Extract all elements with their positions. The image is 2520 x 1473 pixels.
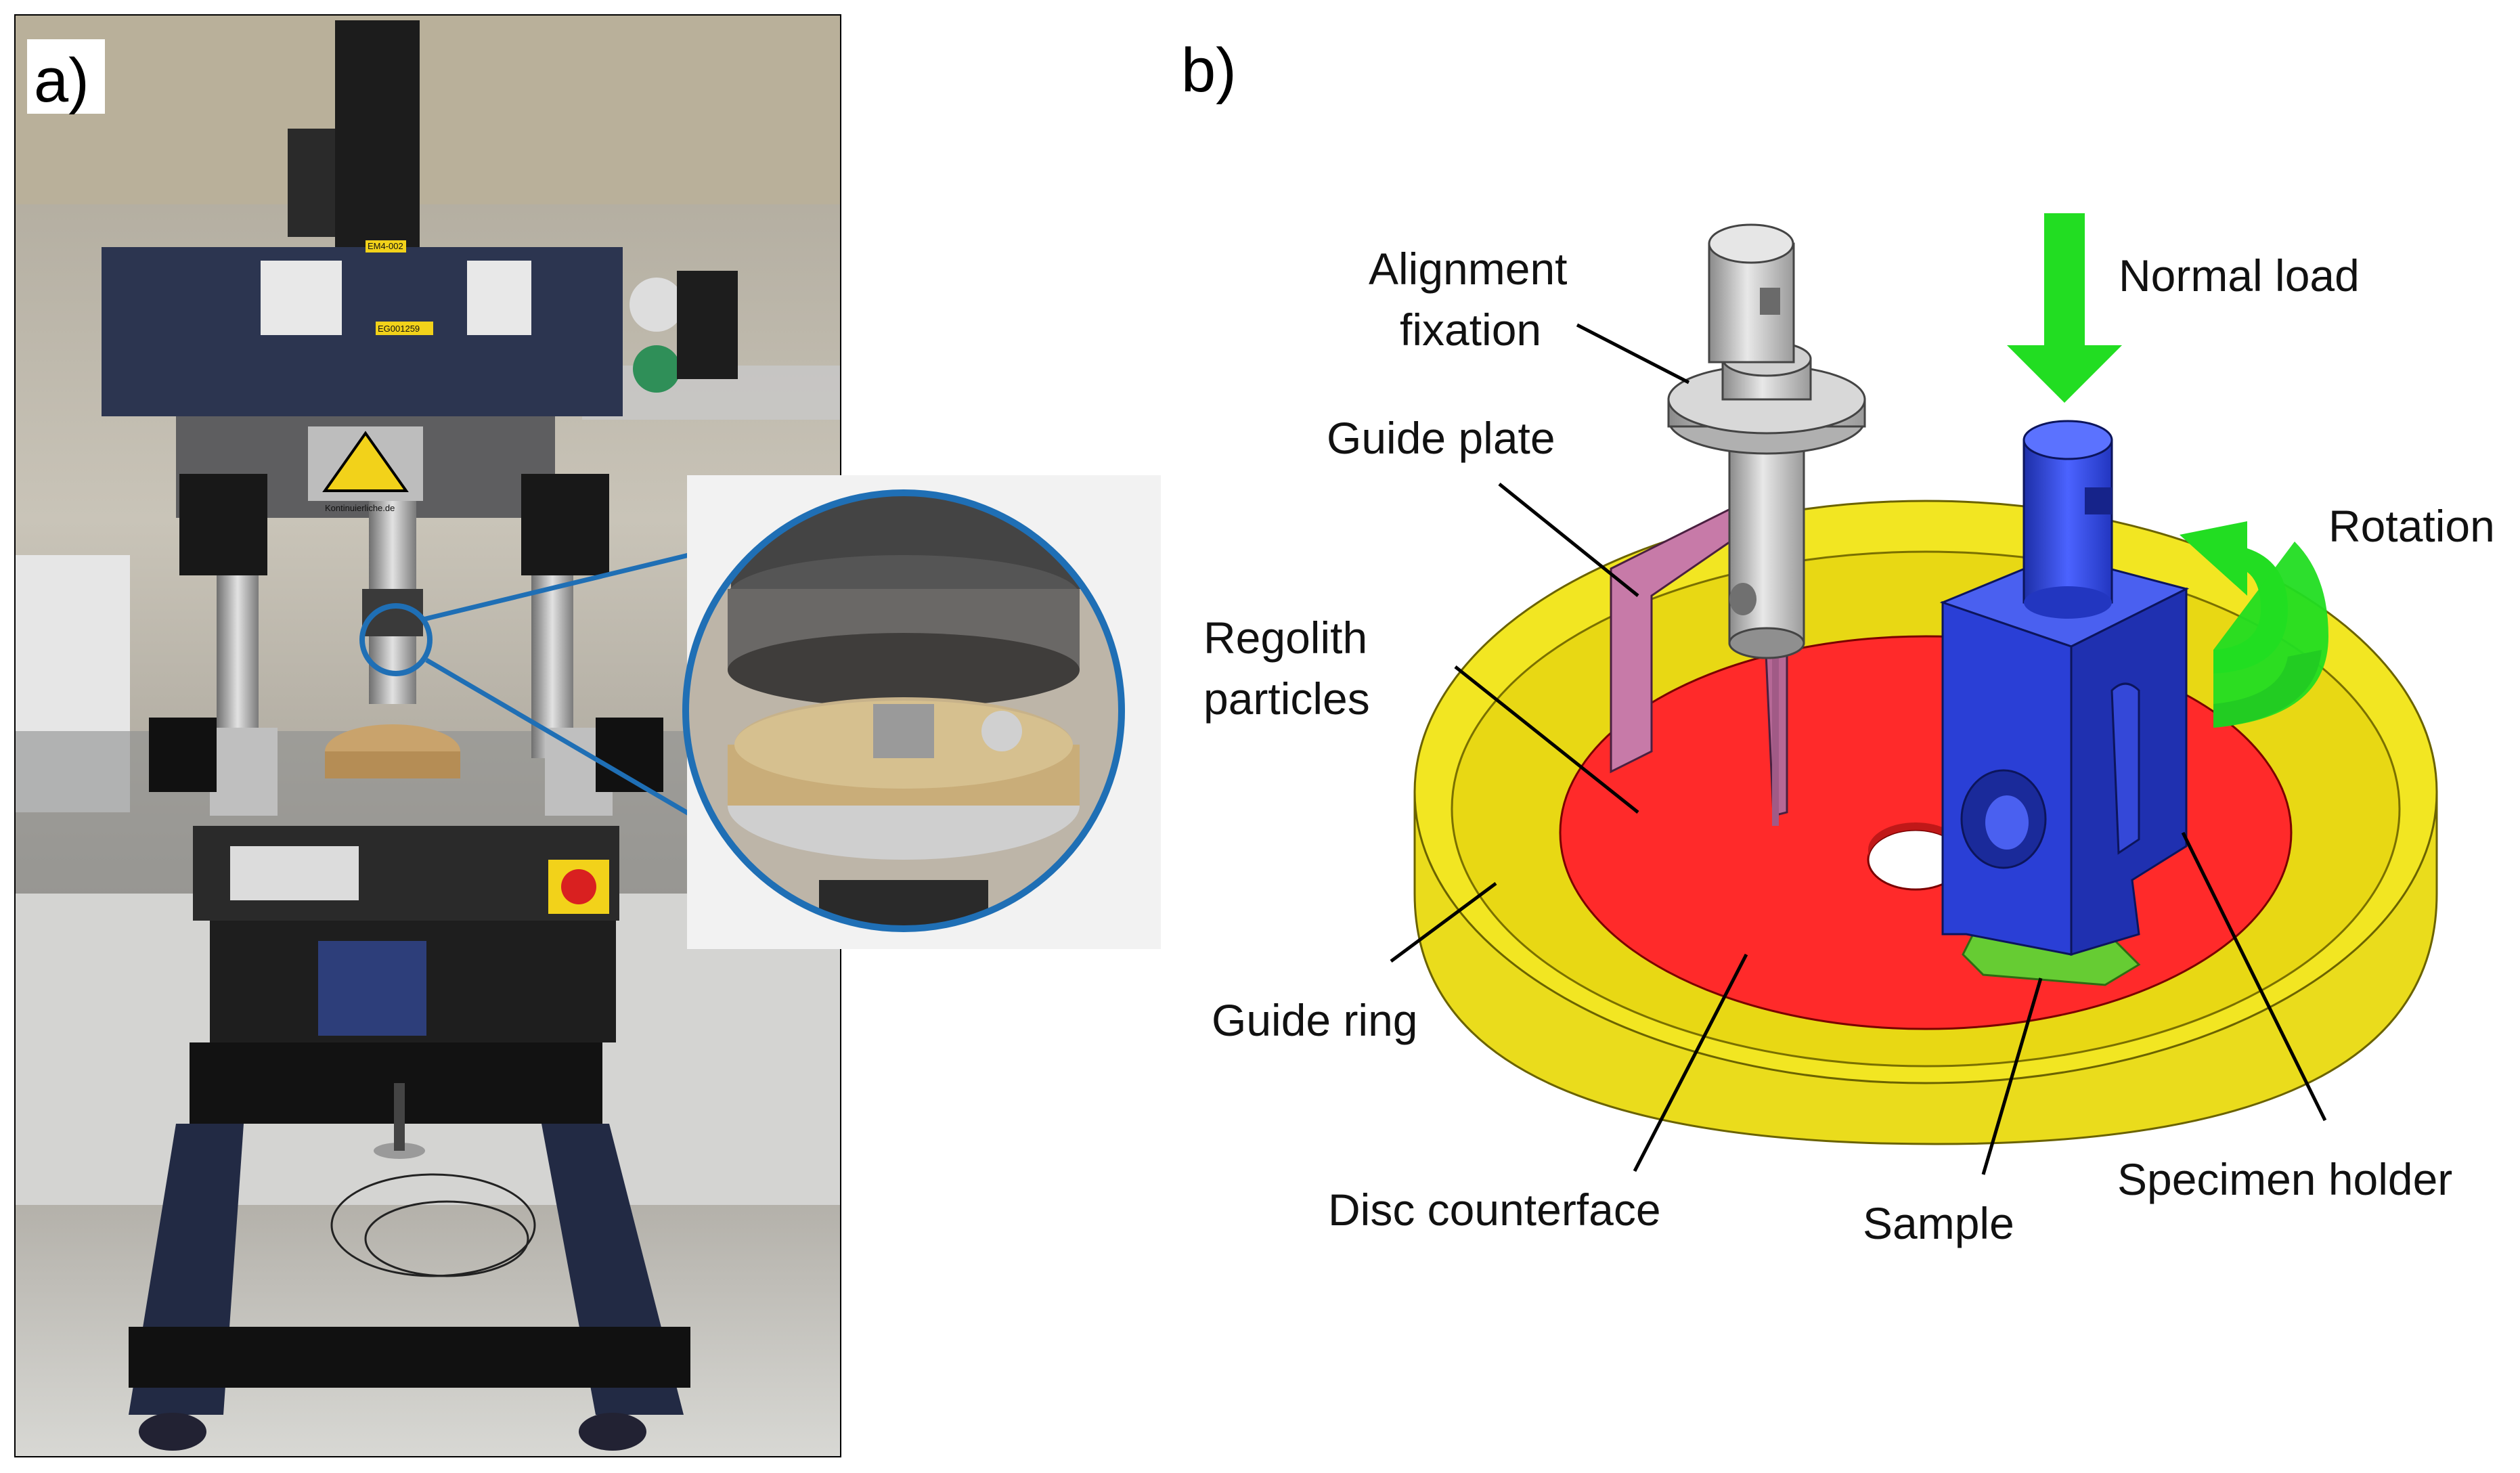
guide-ring-leader — [1390, 881, 1497, 963]
specimen-holder-leader — [2181, 831, 2327, 1122]
zoom-line-lower — [425, 657, 705, 825]
guide-ring-label: Guide ring — [1212, 995, 1418, 1045]
zoom-marker — [359, 603, 433, 676]
rotation-label: Rotation — [2328, 501, 2495, 551]
machine-tag-blue: EG001259 — [378, 324, 420, 334]
inset-border — [682, 489, 1125, 932]
warning-sign-text: Kontinuierliche.de — [325, 503, 395, 513]
normal-load-label: Normal load — [2119, 250, 2360, 301]
guide-plate-leader — [1498, 483, 1639, 597]
inset-photo — [682, 475, 1161, 949]
machine-tag-top: EM4-002 — [368, 241, 403, 251]
alignment-leader — [1576, 323, 1690, 384]
panel-a-label: a) — [34, 46, 89, 115]
disc-counterface-leader — [1633, 953, 1748, 1172]
alignment-label-line2: fixation — [1400, 305, 1541, 355]
panel-b-label: b) — [1181, 36, 1237, 105]
alignment-fixation — [1667, 223, 1866, 659]
regolith-leader — [1454, 665, 1639, 814]
sample-leader — [1981, 977, 2043, 1175]
guide-plate-label: Guide plate — [1327, 413, 1555, 463]
normal-load-arrow — [2007, 213, 2122, 403]
tribometer-diagram — [1390, 213, 2438, 1175]
specimen-holder-label: Specimen holder — [2117, 1154, 2452, 1204]
regolith-label-line1: Regolith — [1203, 613, 1367, 663]
photo-panel — [15, 15, 841, 1457]
sample-label: Sample — [1863, 1198, 2014, 1248]
alignment-label-line1: Alignment — [1369, 244, 1568, 294]
regolith-label-line2: particles — [1203, 674, 1370, 724]
disc-counterface-label: Disc counterface — [1328, 1185, 1661, 1235]
specimen-holder — [1939, 420, 2190, 957]
